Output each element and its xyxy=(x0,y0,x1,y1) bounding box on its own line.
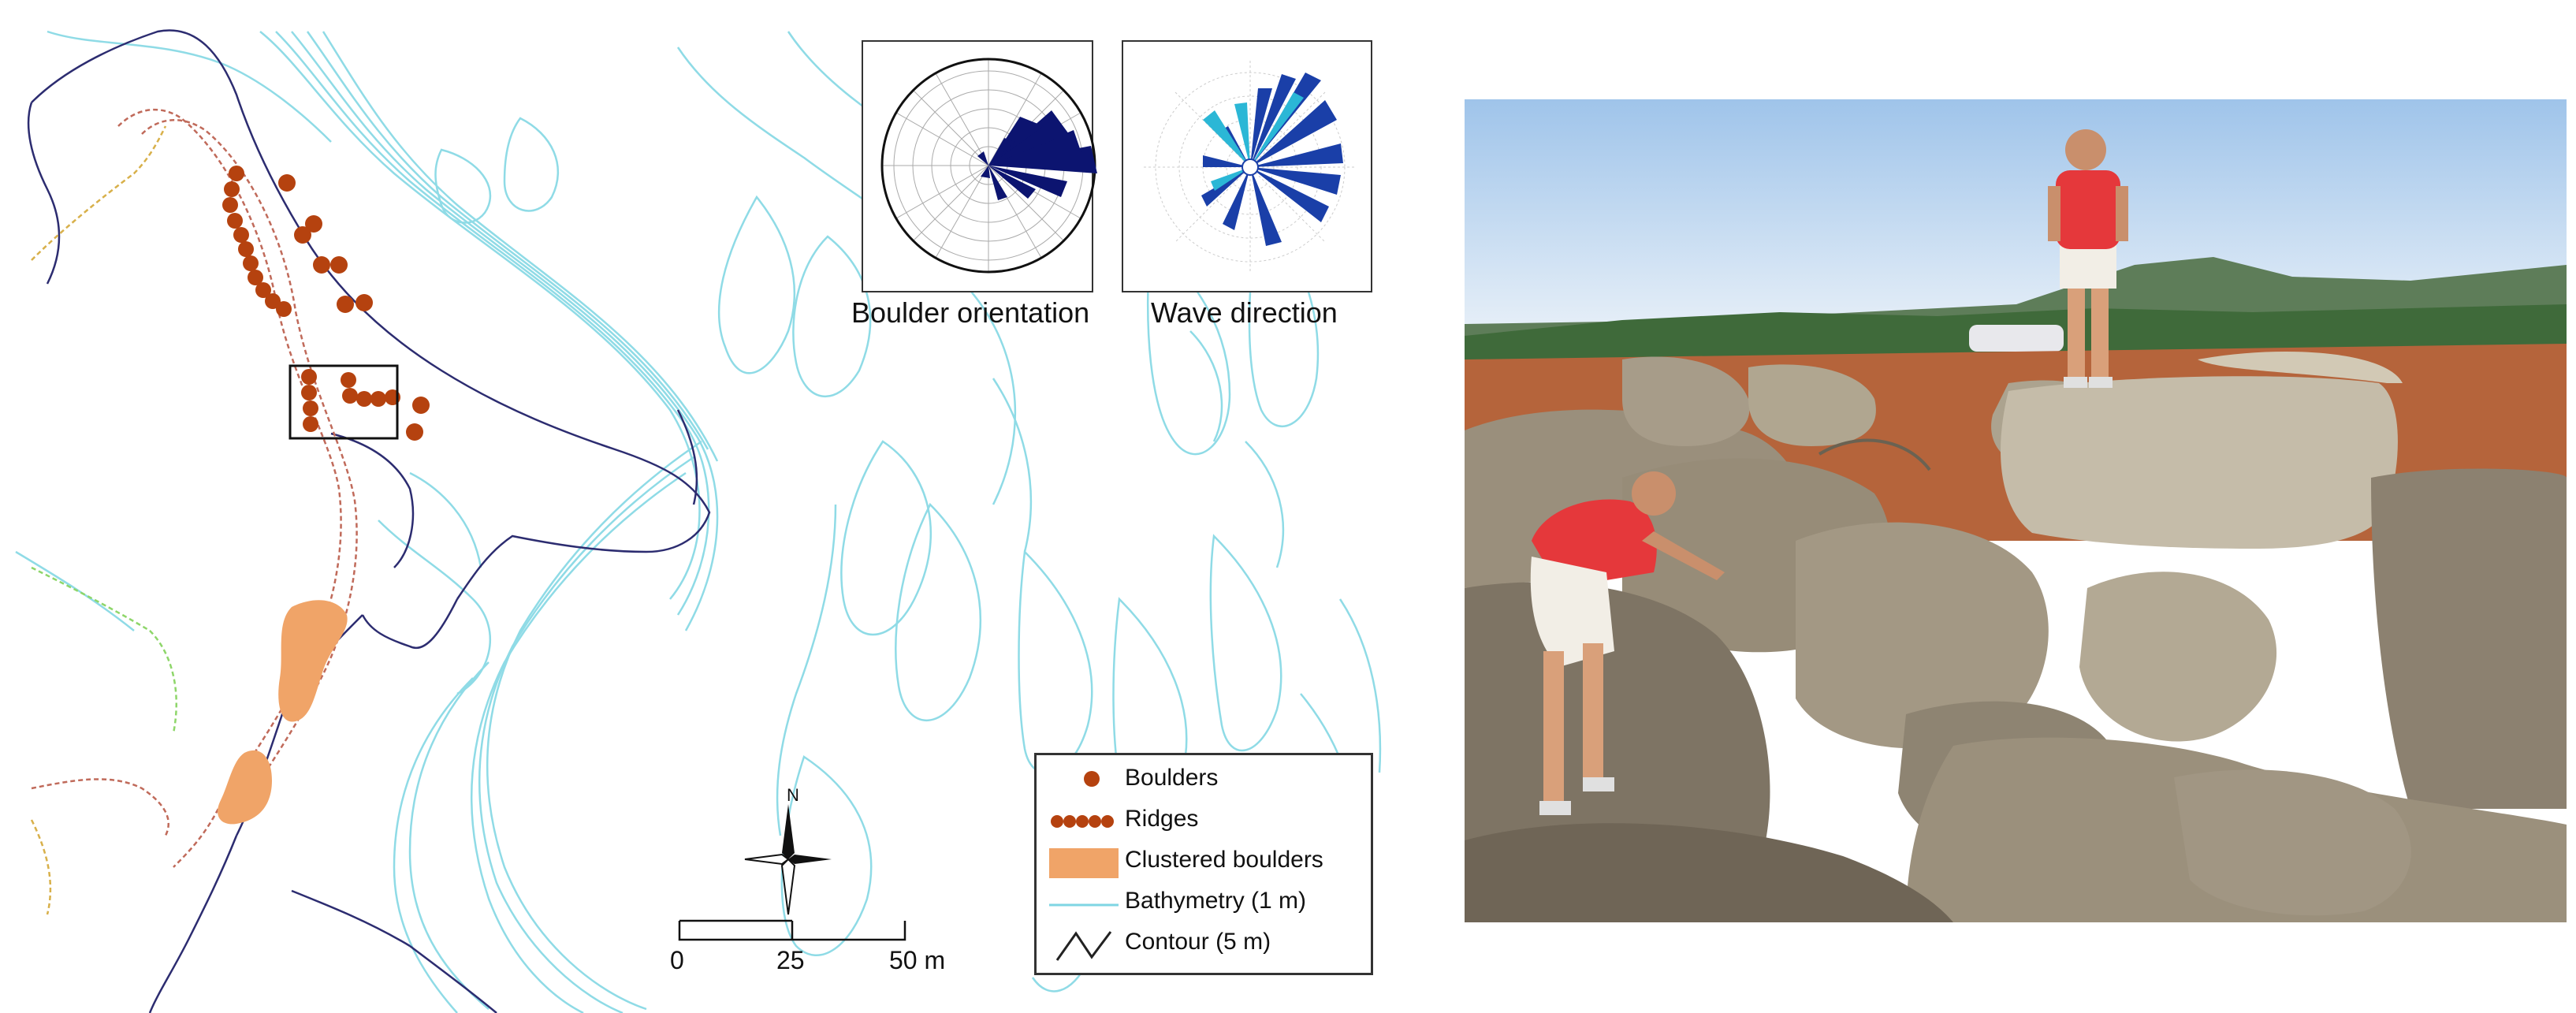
scale-tick-0: 0 xyxy=(670,946,684,974)
single-boulders xyxy=(278,174,430,441)
legend-clustered: Clustered boulders xyxy=(1037,844,1371,883)
map-canvas xyxy=(15,29,1382,1013)
north-arrow-icon xyxy=(744,804,832,915)
wave-direction-label: Wave direction xyxy=(1151,296,1338,329)
boulder-orientation-label: Boulder orientation xyxy=(851,296,1090,329)
legend-bathymetry-label: Bathymetry (1 m) xyxy=(1125,888,1307,914)
inset-box xyxy=(288,364,399,440)
legend-contour-label: Contour (5 m) xyxy=(1125,929,1271,955)
field-photo-illustration xyxy=(1465,99,2567,922)
person-icon xyxy=(1530,471,1725,815)
person-icon xyxy=(2048,129,2128,388)
field-photo xyxy=(1465,99,2567,922)
legend-ridges: Ridges xyxy=(1037,803,1371,842)
legend-boulders: Boulders xyxy=(1037,762,1371,801)
scale-bar xyxy=(678,919,906,941)
ridge-boulders xyxy=(222,166,400,432)
contour-lines xyxy=(27,29,711,1013)
boulder-symbol-icon xyxy=(1084,771,1100,787)
legend-contour: Contour (5 m) xyxy=(1037,925,1371,965)
study-area-map: Boulder orientation Wave direction N 0 2… xyxy=(15,29,1382,1013)
car xyxy=(1969,325,2064,352)
map-legend: Boulders Ridges Clustered boulders Bathy… xyxy=(1034,753,1373,975)
bathymetry-symbol-icon xyxy=(1049,903,1119,907)
boulder-orientation-rose xyxy=(880,58,1097,274)
legend-boulders-label: Boulders xyxy=(1125,765,1219,791)
scale-tick-25: 25 xyxy=(776,946,805,974)
north-label: N xyxy=(787,785,799,805)
contour-symbol-icon xyxy=(1055,931,1112,961)
wave-direction-rose xyxy=(1144,61,1357,274)
cluster-symbol-icon xyxy=(1049,848,1119,878)
legend-clustered-label: Clustered boulders xyxy=(1125,847,1323,873)
scale-tick-50: 50 m xyxy=(889,946,946,974)
legend-ridges-label: Ridges xyxy=(1125,806,1199,832)
clustered-boulder-areas xyxy=(218,600,348,825)
ridge-symbol-icon xyxy=(1051,815,1114,828)
legend-bathymetry: Bathymetry (1 m) xyxy=(1037,885,1371,924)
